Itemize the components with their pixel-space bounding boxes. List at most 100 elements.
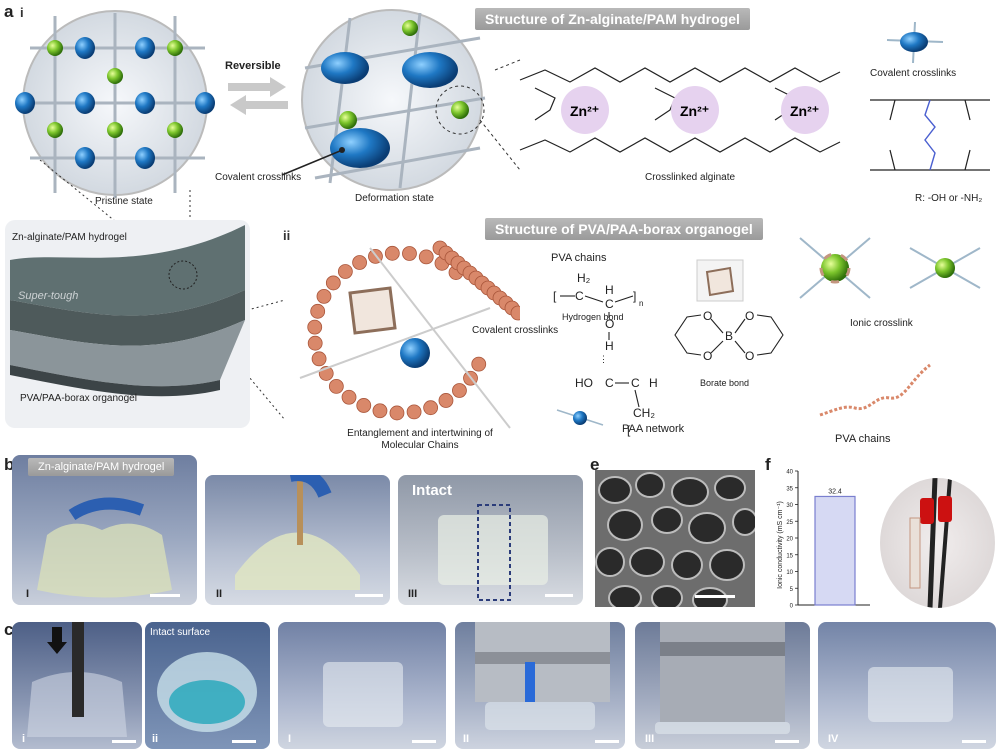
- deformation-state-diagram: [301, 9, 486, 191]
- svg-text:CH₂: CH₂: [633, 406, 655, 420]
- photo-b-i: [12, 455, 197, 605]
- zn-ion-3: Zn²⁺: [790, 103, 819, 119]
- copper-bead: [389, 405, 405, 421]
- copper-bead: [310, 303, 326, 319]
- paa-crosslink-icon: [556, 409, 604, 426]
- d-iii-label: III: [645, 733, 655, 745]
- b-i-scale-bar: [150, 594, 180, 597]
- svg-text:C: C: [605, 297, 614, 311]
- panel-label-a-ii: ii: [283, 228, 291, 243]
- borate-bond-label: Borate bond: [700, 378, 750, 388]
- svg-text:n: n: [639, 299, 643, 308]
- covalent-crosslinks-left-label: Covalent crosslinks: [215, 172, 302, 183]
- svg-text:[: [: [627, 423, 631, 437]
- panel-label-f: f: [765, 455, 771, 474]
- copper-bead: [418, 249, 434, 265]
- copper-bead: [307, 335, 323, 351]
- crosslinked-alginate-structure: Zn²⁺ Zn²⁺ Zn²⁺: [519, 67, 841, 153]
- pristine-state-label: Pristine state: [95, 196, 153, 207]
- svg-text:O: O: [703, 309, 712, 323]
- sem-image: [595, 470, 755, 607]
- pva-chain-spring-icon: [819, 363, 931, 417]
- reversible-label: Reversible: [225, 60, 281, 72]
- b-i-label: I: [26, 588, 30, 600]
- chart-y-tick-label: 0: [790, 604, 794, 610]
- copper-bead: [510, 305, 520, 321]
- entanglement-label: Entanglement and intertwining of Molecul…: [347, 428, 493, 451]
- svg-text:H: H: [605, 283, 614, 297]
- copper-bead: [402, 246, 417, 261]
- svg-text:[: [: [553, 289, 557, 303]
- photo-c-ii: [145, 622, 270, 749]
- d-iii-scale-bar: [775, 740, 799, 743]
- chart-y-tick-label: 30: [786, 503, 793, 509]
- copper-bead: [337, 264, 353, 279]
- borate-ester-structure: O OBO O: [674, 309, 784, 363]
- reversible-arrows-icon: [228, 77, 288, 115]
- svg-text:O: O: [745, 349, 754, 363]
- pva-paa-structure-banner: Structure of PVA/PAA-borax organogel: [485, 218, 763, 240]
- hydrogel-layer-label: Zn-alginate/PAM hydrogel: [12, 232, 127, 243]
- svg-text:C: C: [575, 289, 584, 303]
- pointer-arrow-icon: [281, 147, 345, 176]
- svg-text:C: C: [605, 376, 614, 390]
- copper-bead: [452, 383, 467, 398]
- svg-text:H: H: [649, 376, 658, 390]
- copper-bead: [311, 351, 327, 367]
- d-i-label: I: [288, 733, 292, 745]
- d-iv-label: IV: [828, 733, 839, 745]
- b-intact-label: Intact: [412, 482, 453, 499]
- zn-alginate-structure-banner: Structure of Zn-alginate/PAM hydrogel: [475, 8, 750, 30]
- zn-ion-2: Zn²⁺: [680, 103, 709, 119]
- copper-bead-chains-diagram: [299, 240, 520, 429]
- covalent-crosslinks-right-label: Covalent crosslinks: [870, 68, 957, 79]
- copper-bead: [356, 398, 372, 413]
- panel-label-e: e: [590, 455, 600, 474]
- chart-y-tick-label: 35: [786, 486, 793, 492]
- paa-network-label: PAA network: [622, 423, 685, 435]
- d-i-scale-bar: [412, 740, 436, 743]
- chart-data-label: 32.4: [828, 488, 842, 495]
- copper-bead: [384, 245, 400, 261]
- ionic-crosslink-icons: [799, 237, 981, 299]
- photo-b-iii: [398, 475, 583, 605]
- crosslinked-alginate-label: Crosslinked alginate: [645, 172, 736, 183]
- b-ii-scale-bar: [355, 594, 383, 597]
- svg-text:B: B: [725, 329, 733, 343]
- pam-crosslink-structure: [870, 99, 990, 171]
- b-ii-label: II: [216, 588, 223, 600]
- svg-text:O: O: [745, 309, 754, 323]
- chart-y-tick-label: 25: [786, 520, 793, 526]
- pva-chains-bottom-label: PVA chains: [835, 433, 891, 445]
- chart-y-tick-label: 20: [786, 537, 793, 543]
- copper-bead: [423, 400, 439, 416]
- svg-text:HO: HO: [575, 376, 593, 390]
- svg-text:⋮: ⋮: [599, 354, 608, 364]
- ionic-crosslink-label: Ionic crosslink: [850, 318, 913, 329]
- chart-y-tick-label: 5: [790, 587, 794, 593]
- b-iii-scale-bar: [545, 594, 573, 597]
- chart-y-tick-label: 10: [786, 570, 793, 576]
- b-hydrogel-banner: Zn-alginate/PAM hydrogel: [28, 458, 175, 476]
- photo-b-ii: [205, 475, 390, 605]
- c-intact-surface-label: Intact surface: [150, 627, 211, 638]
- covalent-crosslink-icon: [886, 21, 944, 64]
- zn-ion-1: Zn²⁺: [570, 103, 599, 119]
- copper-bead: [325, 275, 341, 291]
- chart-y-tick-label: 40: [786, 470, 793, 476]
- d-ii-scale-bar: [595, 740, 619, 743]
- photo-d-ii: [455, 622, 625, 749]
- copper-bead: [438, 393, 454, 408]
- svg-text:O: O: [703, 349, 712, 363]
- panel-label-a-i: i: [20, 5, 24, 20]
- copper-bead: [307, 319, 323, 335]
- c-i-label: i: [22, 733, 26, 745]
- d-iv-scale-bar: [962, 740, 986, 743]
- borate-box-icon: [696, 259, 744, 302]
- photo-d-iv: [818, 622, 996, 749]
- b-iii-label: III: [408, 588, 418, 600]
- pva-chains-top-label: PVA chains: [551, 252, 607, 264]
- panel-label-c: c: [4, 620, 14, 639]
